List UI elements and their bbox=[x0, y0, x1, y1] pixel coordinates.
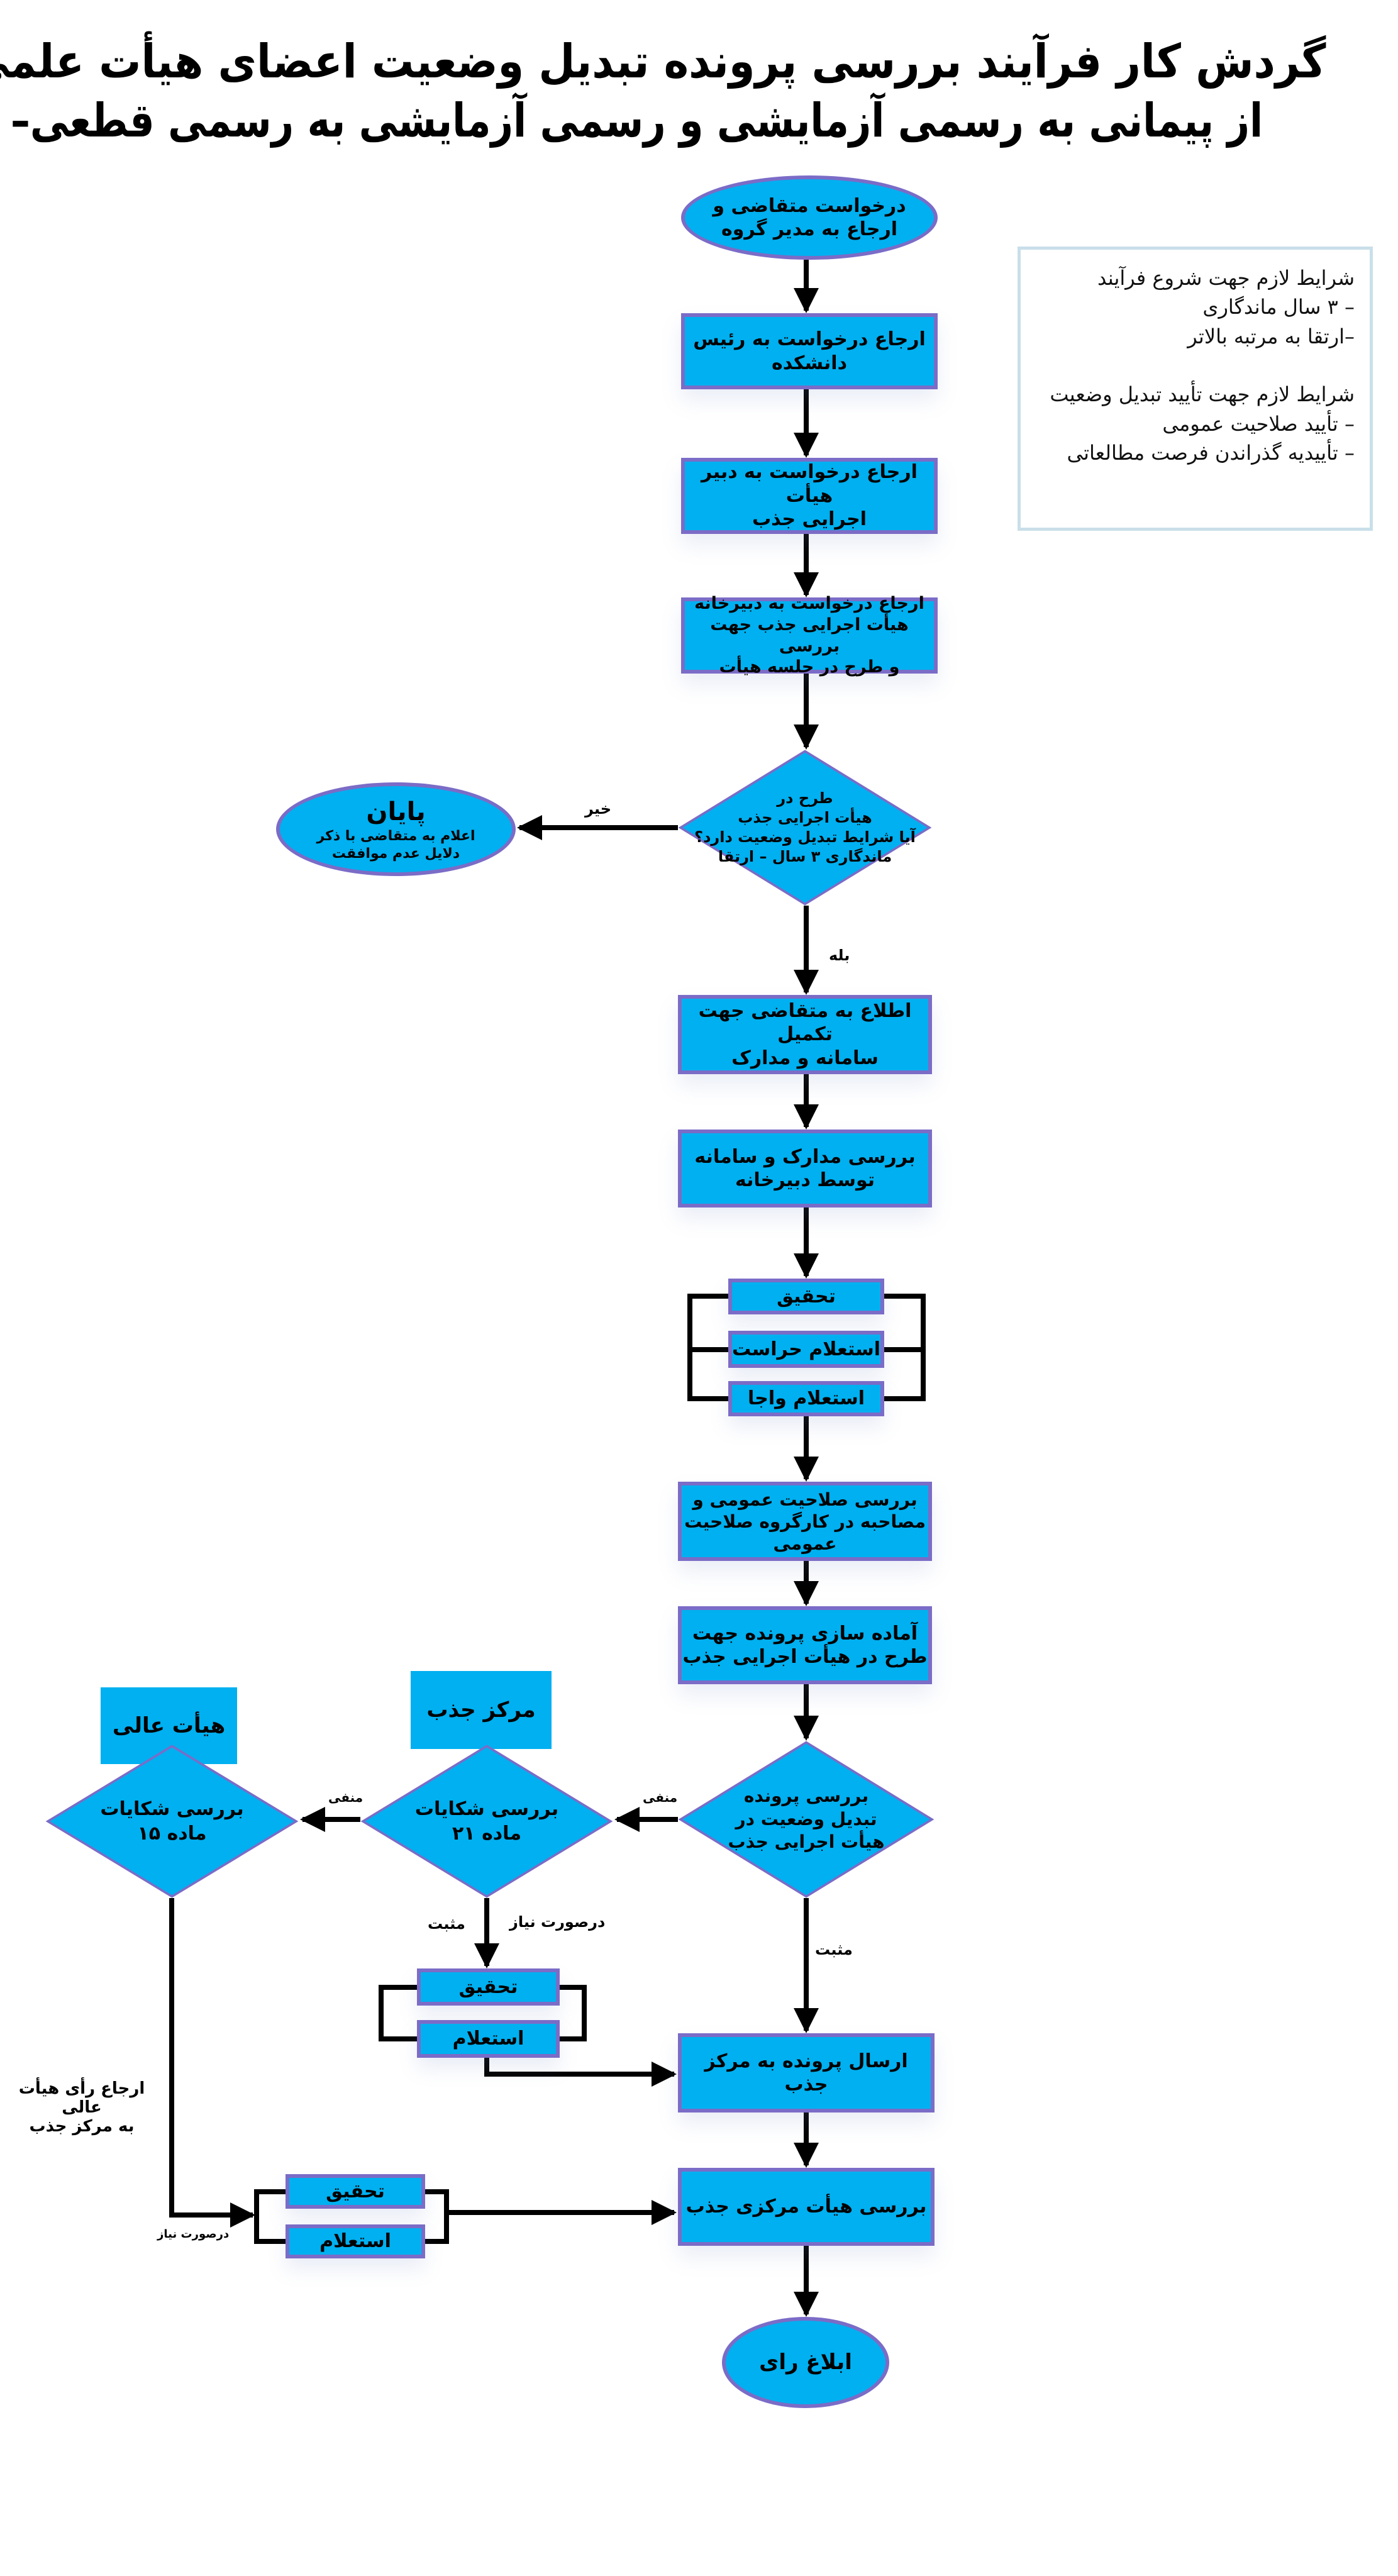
bracket-right-parallel3 bbox=[425, 2189, 449, 2244]
step-notify-applicant: اطلاع به متقاضی جهت تکمیل سامانه و مدارک bbox=[678, 995, 932, 1074]
arrow-decision4-parallel3 bbox=[169, 1898, 255, 2228]
step-prepare-file: آماده سازی پرونده جهت طرح در هیأت اجرایی… bbox=[678, 1606, 932, 1684]
decision-eligibility: طرح در هیأت اجرایی جذب آیا شرایط تبدیل و… bbox=[678, 750, 932, 906]
note-line: – تأییدیه گذراندن فرصت مطالعاتی bbox=[1067, 440, 1355, 465]
parallel3-inquiry: استعلام bbox=[286, 2224, 425, 2258]
decision-complaints-15: بررسی شکایات ماده ۱۵ bbox=[45, 1745, 299, 1898]
step-refer-secretary: ارجاع درخواست به دبیر هیأت اجرایی جذب bbox=[681, 458, 938, 534]
label-positive-2: مثبت bbox=[815, 1941, 853, 1958]
decision-complaints-21-text: بررسی شکایات ماده ۲۱ bbox=[414, 1798, 559, 1845]
title-line-2: از پیمانی به رسمی آزمایشی و رسمی آزمایشی… bbox=[0, 94, 1398, 147]
decision-eligibility-text: طرح در هیأت اجرایی جذب آیا شرایط تبدیل و… bbox=[694, 789, 916, 866]
end-reject-node: پایان اعلام به متقاضی با ذکر دلایل عدم م… bbox=[276, 782, 516, 876]
label-no: خیر bbox=[585, 800, 612, 818]
title-line-1: گردش کار فرآیند بررسی پرونده تبدیل وضعیت… bbox=[0, 35, 1398, 88]
parallel-vaja-inquiry: استعلام واجا bbox=[728, 1381, 884, 1416]
bracket-right-parallel2 bbox=[560, 1985, 587, 2041]
step-send-to-center: ارسال پرونده به مرکز جذب bbox=[678, 2033, 935, 2112]
step-review-documents: بررسی مدارک و سامانه توسط دبیرخانه bbox=[678, 1130, 932, 1208]
title-line-1-text: گردش کار فرآیند بررسی پرونده تبدیل وضعیت… bbox=[0, 35, 1326, 89]
step-central-board-review: بررسی هیأت مرکزی جذب bbox=[678, 2168, 935, 2246]
step-refer-secretariat: ارجاع درخواست به دبیرخانه هیأت اجرایی جذ… bbox=[681, 594, 938, 677]
note-line: – ۳ سال ماندگاری bbox=[1202, 295, 1355, 319]
end-reject-title: پایان bbox=[366, 797, 426, 826]
end-node: ابلاغ رای bbox=[722, 2317, 889, 2408]
header-recruitment-center: مرکز جذب bbox=[411, 1671, 552, 1749]
parallel2-inquiry: استعلام bbox=[417, 2020, 560, 2058]
title-line-2-text: از پیمانی به رسمی آزمایشی و رسمی آزمایشی… bbox=[0, 94, 1263, 148]
label-yes: بله bbox=[829, 947, 850, 964]
decision-complaints-15-text: بررسی شکایات ماده ۱۵ bbox=[100, 1798, 244, 1845]
step-refer-dean: ارجاع درخواست به رئیس دانشکده bbox=[681, 313, 938, 389]
label-if-needed-1: درصورت نیاز bbox=[509, 1913, 606, 1931]
parallel-security-inquiry: استعلام حراست bbox=[728, 1331, 884, 1368]
decision-executive-board-text: بررسی پرونده تبدیل وضعیت در هیأت اجرایی … bbox=[728, 1785, 885, 1853]
note-line: – تأیید صلاحیت عمومی bbox=[1162, 411, 1355, 436]
start-node: درخواست متقاضی و ارجاع به مدیر گروه bbox=[681, 175, 938, 260]
label-refer-vote: ارجاع رأی هیأت عالی به مرکز جذب bbox=[18, 2079, 145, 2136]
note-line bbox=[1036, 351, 1355, 380]
label-positive-1: مثبت bbox=[428, 1915, 465, 1933]
parallel3-research: تحقیق bbox=[286, 2174, 425, 2209]
parallel-research: تحقیق bbox=[728, 1279, 884, 1314]
note-line: شرایط لازم جهت تأیید تبدیل وضعیت bbox=[1050, 382, 1355, 407]
bracket-left-parallel3 bbox=[254, 2189, 286, 2244]
end-reject-text: اعلام به متقاضی با ذکر دلایل عدم موافقت bbox=[316, 828, 475, 862]
bracket-left-parallel2 bbox=[379, 1985, 417, 2041]
arrow-parallel2-step8 bbox=[484, 2058, 677, 2087]
label-negative-2: منفی bbox=[328, 1790, 363, 1805]
step-general-competence: بررسی صلاحیت عمومی و مصاحبه در کارگروه ص… bbox=[678, 1482, 932, 1561]
note-line: شرایط لازم جهت شروع فرآیند bbox=[1097, 266, 1355, 290]
parallel2-research: تحقیق bbox=[417, 1968, 560, 2006]
decision-executive-board: بررسی پرونده تبدیل وضعیت در هیأت اجرایی … bbox=[678, 1741, 935, 1898]
conditions-note: شرایط لازم جهت شروع فرآیند – ۳ سال ماندگ… bbox=[1018, 247, 1373, 531]
note-line: –ارتقا به مرتبه بالاتر bbox=[1187, 324, 1355, 348]
label-negative-1: منفی bbox=[643, 1790, 678, 1805]
label-if-needed-2: درصورت نیاز bbox=[157, 2228, 230, 2241]
decision-complaints-21: بررسی شکایات ماده ۲۱ bbox=[360, 1745, 613, 1898]
